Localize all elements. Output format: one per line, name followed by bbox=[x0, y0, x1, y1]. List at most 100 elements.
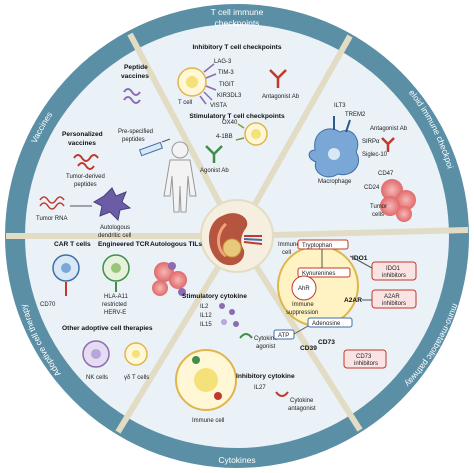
t-cell-icon bbox=[177, 63, 217, 105]
label-peptide: Peptide bbox=[124, 64, 148, 71]
label-cd47: CD47 bbox=[378, 171, 394, 177]
sector-dividers bbox=[6, 32, 469, 434]
label-immune-cell: Immune cell bbox=[192, 418, 224, 424]
label-il12: IL12 bbox=[200, 313, 212, 319]
agonist-antibody-icon bbox=[205, 145, 223, 163]
label-engineered-tcr: Engineered TCR bbox=[98, 241, 150, 248]
label-kynurenines: Kynurenines bbox=[302, 271, 335, 277]
label-il27: IL27 bbox=[254, 385, 266, 391]
label-a2ar-inhibitors-2: inhibitors bbox=[382, 301, 406, 307]
label-4-1bb: 4-1BB bbox=[216, 134, 233, 140]
label-vaccines-2: vaccines bbox=[68, 140, 96, 147]
tumor-cells-icon bbox=[380, 179, 416, 222]
label-autologous: Autologous bbox=[100, 225, 130, 231]
tils-icon bbox=[152, 262, 187, 296]
ring-label-cytokines: Cytokines bbox=[218, 455, 255, 465]
gd-t-cell-icon bbox=[124, 342, 148, 366]
label-tumor-rna: Tumor RNA bbox=[36, 216, 67, 222]
human-body-icon bbox=[163, 141, 197, 213]
label-tim3: TIM-3 bbox=[218, 70, 234, 76]
label-vista: VISTA bbox=[210, 103, 227, 109]
label-cd73-inhibitors-2: inhibitors bbox=[354, 361, 378, 367]
label-restricted: restricted bbox=[102, 302, 127, 308]
label-cd73: CD73 bbox=[318, 339, 335, 346]
engineered-tcr-cell-icon bbox=[102, 254, 130, 292]
label-ido1-inhibitors-1: IDO1 bbox=[386, 266, 401, 272]
label-nk-cells: NK cells bbox=[86, 375, 108, 381]
label-autologous-tils: Autologous TILs bbox=[150, 241, 202, 248]
label-a2ar-inhibitors-1: A2AR bbox=[384, 294, 400, 300]
antagonist-antibody-icon-myeloid bbox=[381, 137, 395, 152]
antagonist-icon bbox=[275, 391, 289, 397]
label-hla-a11: HLA-A11 bbox=[104, 294, 129, 300]
car-t-cell-icon bbox=[52, 254, 80, 296]
ahr-node bbox=[291, 275, 317, 301]
immune-cell-icon bbox=[175, 349, 237, 411]
label-other-adoptive: Other adoptive cell therapies bbox=[62, 325, 153, 332]
antagonist-antibody-icon bbox=[269, 69, 287, 88]
metabolic-arrows bbox=[293, 249, 373, 335]
tryptophan-box bbox=[297, 239, 349, 250]
label-antagonist: antagonist bbox=[288, 406, 316, 412]
label-siglec10: Siglec-10 bbox=[362, 152, 388, 158]
label-peptides: peptides bbox=[122, 137, 145, 143]
label-cytokine: Cytokine bbox=[254, 336, 278, 342]
atp-box bbox=[273, 329, 295, 340]
ido1-inhibitors-box bbox=[371, 261, 417, 281]
adenosine-box bbox=[307, 317, 353, 328]
label-sirpa: SIRPα bbox=[362, 139, 380, 145]
nk-cell-icon bbox=[82, 340, 110, 368]
label-cells: cells bbox=[372, 212, 384, 218]
syringe-icon bbox=[138, 138, 171, 157]
label-ilt3: ILT3 bbox=[334, 103, 346, 109]
t-cell-icon-2 bbox=[235, 122, 268, 146]
dendritic-cell-icon bbox=[92, 187, 132, 222]
agonist-icon bbox=[239, 333, 253, 339]
label-t-cell: T cell bbox=[178, 100, 192, 106]
label-agonist: agonist bbox=[256, 344, 276, 350]
label-tumor-derived: Tumor-derived bbox=[66, 174, 105, 180]
label-atp: ATP bbox=[278, 333, 289, 339]
label-inhibitory-cytokine: Inhibitory cytokine bbox=[236, 373, 295, 380]
a2ar-inhibitors-box bbox=[371, 289, 417, 309]
label-ox40: OX40 bbox=[222, 120, 238, 126]
label-lag3: LAG-3 bbox=[214, 59, 232, 65]
label-gd-t-cells: γδ T cells bbox=[124, 375, 149, 381]
label-ido1: IDO1 bbox=[352, 255, 368, 262]
label-dendritic-cell: dendritic cell bbox=[98, 233, 131, 239]
label-cd70: CD70 bbox=[40, 302, 56, 308]
inhibitory-checkpoints-title: Inhibitory T cell checkpoints bbox=[192, 44, 281, 51]
label-trem2: TREM2 bbox=[345, 112, 366, 118]
label-cd39: CD39 bbox=[300, 345, 317, 352]
label-antagonist-ab-myeloid: Antagonist Ab bbox=[370, 126, 408, 132]
kidney-icon bbox=[208, 213, 263, 266]
label-ido1-inhibitors-2: inhibitors bbox=[382, 273, 406, 279]
label-peptides-2: peptides bbox=[74, 182, 97, 188]
rna-icon bbox=[39, 196, 65, 210]
label-adenosine: Adenosine bbox=[312, 321, 341, 327]
label-ahr: AhR bbox=[298, 286, 310, 292]
kynurenines-box bbox=[297, 267, 351, 278]
label-suppression: suppression bbox=[286, 310, 318, 316]
label-cell: cell bbox=[282, 250, 291, 256]
label-il15: IL15 bbox=[200, 322, 212, 328]
label-tumor: Tumor bbox=[370, 204, 387, 210]
stimulatory-checkpoints-title: Stimulatory T cell checkpoints bbox=[189, 113, 285, 120]
label-macrophage: Macrophage bbox=[318, 179, 352, 185]
cytokine-dots-icon bbox=[219, 303, 239, 327]
label-kir3dl3: KIR3DL3 bbox=[217, 93, 242, 99]
label-tigit: TIGIT bbox=[219, 82, 235, 88]
label-vaccines: vaccines bbox=[121, 73, 149, 80]
label-cytokine-2: Cytokine bbox=[290, 398, 314, 404]
label-car-t: CAR T cells bbox=[54, 241, 91, 248]
label-antagonist-ab: Antagonist Ab bbox=[262, 94, 300, 100]
label-tryptophan: Tryptophan bbox=[302, 243, 332, 249]
label-cd73-inhibitors-1: CD73 bbox=[356, 354, 372, 360]
peptides-icon bbox=[123, 88, 141, 104]
label-stimulatory-cytokine: Stimulatory cytokine bbox=[182, 293, 247, 300]
label-herv-e: HERV-E bbox=[104, 310, 126, 316]
label-il2: IL2 bbox=[200, 304, 209, 310]
tumor-peptides-icon bbox=[73, 154, 99, 170]
